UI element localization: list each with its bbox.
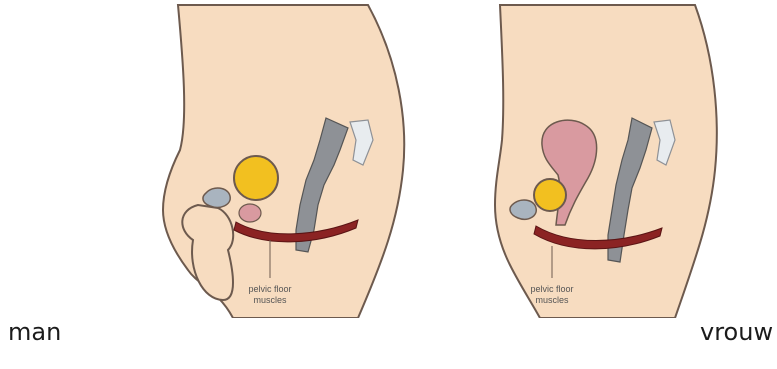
label-man: man bbox=[8, 318, 61, 346]
female-bladder bbox=[534, 179, 566, 211]
female-muscle-caption-line1: pelvic floor bbox=[530, 284, 573, 294]
female-pelvis-svg: pelvic floor muscles bbox=[470, 0, 720, 318]
label-woman: vrouw bbox=[700, 318, 773, 346]
female-pelvis-illustration: pelvic floor muscles bbox=[470, 0, 720, 318]
male-muscle-caption-line1: pelvic floor bbox=[248, 284, 291, 294]
male-bladder bbox=[234, 156, 278, 200]
female-body-silhouette bbox=[495, 5, 717, 318]
female-pubic-bone bbox=[510, 200, 536, 219]
male-muscle-caption-line2: muscles bbox=[253, 295, 287, 305]
male-prostate bbox=[239, 204, 261, 222]
male-pelvis-svg: pelvic floor muscles bbox=[158, 0, 408, 318]
female-muscle-caption-line2: muscles bbox=[535, 295, 569, 305]
male-pelvis-illustration: pelvic floor muscles bbox=[158, 0, 408, 318]
